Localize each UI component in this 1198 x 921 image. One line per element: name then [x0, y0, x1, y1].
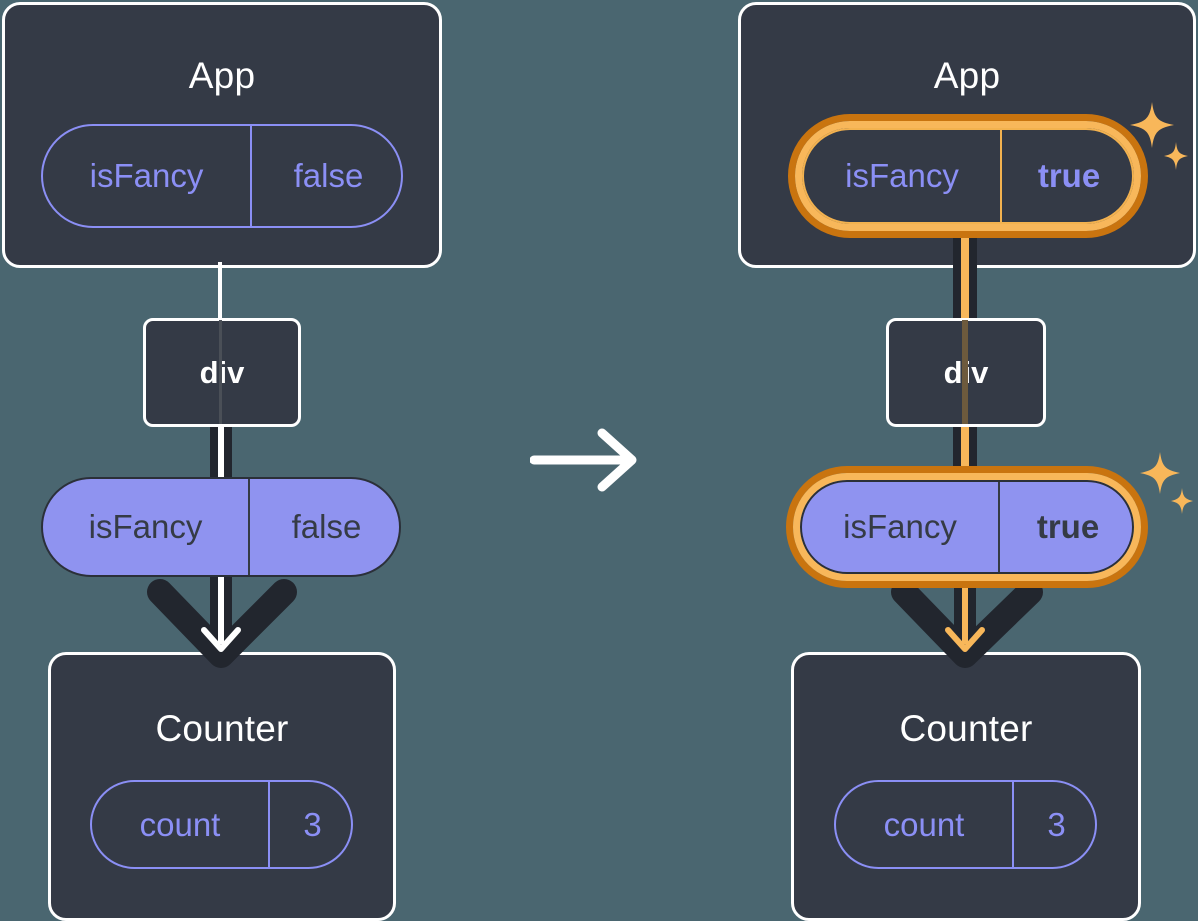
connector-div-to-prop-dark-right-a	[953, 424, 961, 482]
counter-state-pill-value-right: 3	[1012, 782, 1099, 867]
app-state-pill-left[interactable]: isFancy false	[41, 124, 403, 228]
counter-state-pill-left[interactable]: count 3	[90, 780, 353, 869]
counter-state-pill-right[interactable]: count 3	[834, 780, 1097, 869]
counter-title-right: Counter	[899, 708, 1033, 749]
app-state-pill-highlight-ring-right	[788, 114, 1148, 238]
connector-app-to-div-left	[218, 262, 222, 320]
prop-pill-left[interactable]: isFancy false	[41, 477, 401, 577]
connector-div-to-prop-dark-left-a	[210, 424, 218, 482]
dom-node-div-left: div	[143, 318, 301, 427]
connector-app-to-div-dark-right-b	[969, 228, 977, 320]
counter-state-pill-name-right: count	[883, 805, 965, 843]
app-state-pill-value-left: false	[250, 126, 405, 226]
sparkle-icon-prop-right	[1140, 452, 1193, 514]
app-state-pill-name-left: isFancy	[89, 157, 204, 194]
connector-through-div-left	[219, 320, 222, 424]
counter-title-left: Counter	[155, 708, 289, 749]
app-state-pill-highlight-ring-inner-right	[795, 121, 1141, 231]
counter-state-pill-name-left: count	[139, 805, 221, 843]
prop-pill-name-left: isFancy	[88, 508, 203, 545]
prop-pill-highlight-ring-inner-right	[793, 473, 1141, 581]
connector-app-to-div-dark-right-a	[953, 228, 961, 320]
connector-div-to-prop-orange-right	[961, 424, 969, 482]
app-title-right: App	[933, 55, 1001, 96]
sparkle-icon-app-right	[1130, 102, 1188, 170]
connector-div-to-prop-dark-right-b	[969, 424, 977, 482]
prop-pill-highlight-ring-right	[786, 466, 1148, 588]
connector-app-to-div-orange-right	[961, 228, 969, 320]
prop-pill-value-left: false	[248, 479, 403, 575]
transition-arrow-icon	[530, 428, 637, 492]
counter-state-pill-value-left: 3	[268, 782, 355, 867]
connector-div-to-prop-white-left	[218, 424, 224, 482]
connector-through-div-right	[962, 320, 968, 424]
app-title-left: App	[188, 55, 256, 96]
prop-flow-arrow-left	[147, 570, 297, 668]
connector-div-to-prop-dark-left-b	[224, 424, 232, 482]
